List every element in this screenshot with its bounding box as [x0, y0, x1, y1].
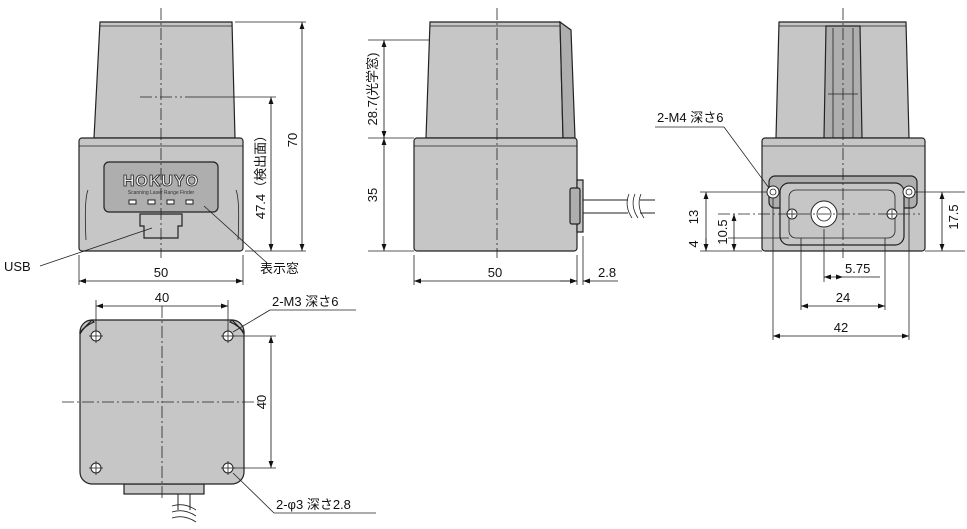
callout-display-window: 表示窓 [260, 261, 299, 276]
callout-m4-tap: 2-M4 深さ6 [657, 110, 723, 125]
bottom-connector [123, 483, 205, 495]
side-base [413, 137, 578, 252]
front-view: HOKUYO Scanning Laser Range Finder 50 47… [4, 8, 306, 285]
dim-side-width: 50 [488, 265, 502, 280]
back-ridge [823, 25, 863, 139]
callout-usb: USB [4, 259, 31, 274]
dim-base-height: 35 [365, 188, 380, 202]
indicator-window [147, 199, 156, 205]
m4-hole [902, 185, 916, 199]
dim-hole-pitch-y: 40 [254, 395, 269, 409]
indicator-window [185, 199, 194, 205]
dim-optical-window: 28.7(光学窓) [365, 53, 380, 126]
side-head-rib [559, 20, 576, 139]
callout-m3-tap: 2-M3 深さ6 [272, 294, 338, 309]
dim-front-height: 70 [285, 133, 300, 147]
dim-13: 13 [686, 210, 701, 224]
dim-front-width: 50 [154, 265, 168, 280]
back-view: 13 4 10.5 17.5 5.75 24 42 2-M4 深さ6 [655, 8, 965, 340]
dim-10-5: 10.5 [715, 219, 730, 244]
indicator-window [166, 199, 175, 205]
dim-5-75: 5.75 [845, 261, 870, 276]
usb-connector [139, 213, 183, 239]
callout-phi3-hole: 2-φ3 深さ2.8 [276, 497, 351, 512]
dim-detect-height: 47.4（検出面） [253, 129, 268, 219]
side-view: 28.7(光学窓) 35 50 2.8 [365, 8, 655, 285]
dim-hole-pitch-x: 40 [155, 290, 169, 305]
dim-4: 4 [686, 240, 701, 247]
bottom-view: 40 40 2-M3 深さ6 2-φ3 深さ2.8 [62, 290, 376, 523]
dim-24: 24 [836, 290, 850, 305]
indicator-window [128, 199, 137, 205]
dim-17-5: 17.5 [946, 204, 961, 229]
dim-42: 42 [834, 320, 848, 335]
brand-logo: HOKUYO [123, 173, 199, 190]
front-head [93, 21, 236, 139]
dim-connector: 2.8 [598, 265, 616, 280]
side-head [425, 21, 564, 139]
